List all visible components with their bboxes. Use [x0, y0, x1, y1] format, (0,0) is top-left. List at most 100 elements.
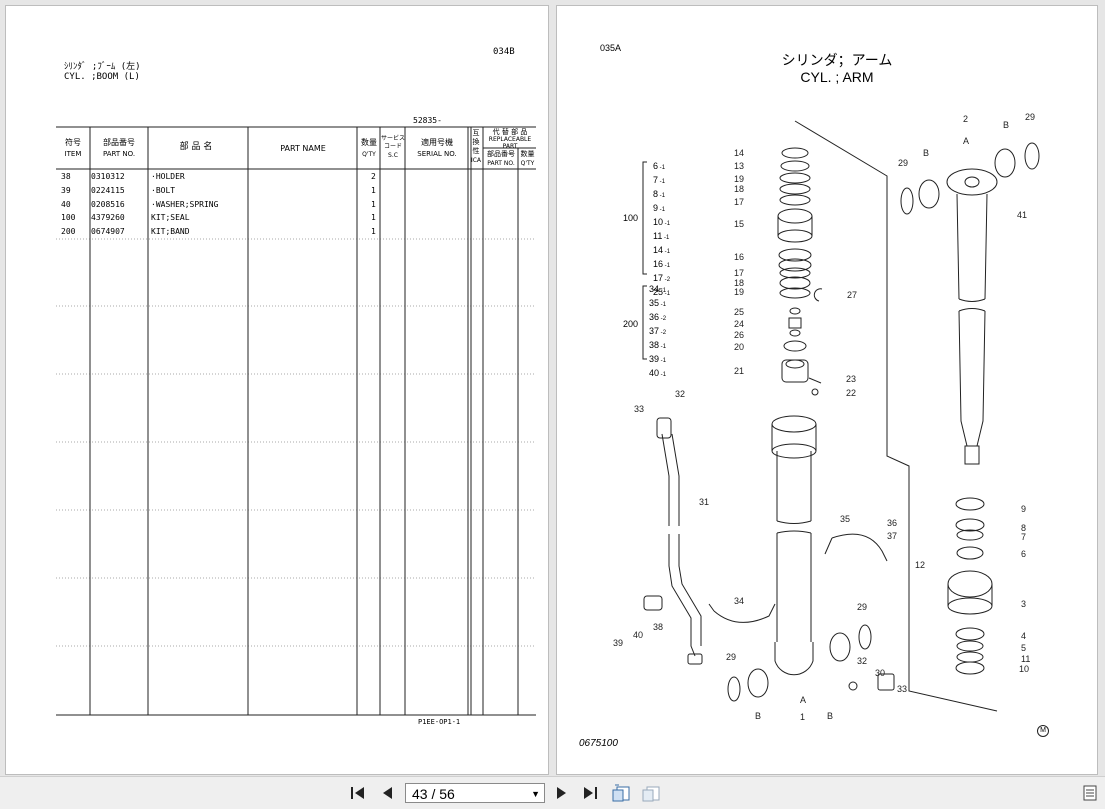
callout-b2: B [827, 711, 833, 721]
menu-icon[interactable] [1080, 783, 1100, 803]
row-item: 38 [61, 172, 71, 181]
callout-36: 36 [887, 518, 897, 528]
callout-25: 25 [734, 307, 744, 317]
callout-b4: B [1003, 120, 1009, 130]
header-ica-en: ICA [470, 157, 482, 164]
callout-17b: 17 [734, 268, 744, 278]
callout-29c: 29 [898, 158, 908, 168]
row-part-name: ·HOLDER [151, 172, 185, 181]
callout-a: A [800, 695, 806, 705]
row-part-no: 4379260 [91, 213, 125, 222]
title-en: CYL. ;BOOM (L) [64, 72, 140, 82]
kit-item: 35 -1 [649, 298, 667, 308]
callout-18: 18 [734, 184, 744, 194]
callout-37: 37 [887, 531, 897, 541]
title-jp: シリンダ；アーム [781, 52, 893, 68]
row-part-name: ·WASHER;SPRING [151, 200, 219, 209]
row-item: 200 [61, 227, 76, 236]
callout-33b: 33 [897, 684, 907, 694]
callout-41: 41 [1017, 210, 1027, 220]
header-qty-en: Q'TY [362, 151, 376, 158]
left-page: 034B ｼﾘﾝﾀﾞ ;ﾌﾞｰﾑ (左) CYL. ;BOOM (L) 5283… [5, 5, 549, 775]
callout-b3: B [923, 148, 929, 158]
serial-range: 52835- [413, 116, 442, 125]
page-value: 43 / 56 [412, 786, 455, 802]
kit-100-list: 6 -1 7 -1 8 -1 9 -1 10 -1 11 -1 14 -1 16… [653, 160, 670, 300]
header-sc-jp: サービスコード [381, 135, 406, 150]
callout-31: 31 [699, 497, 709, 507]
callout-27: 27 [847, 290, 857, 300]
kit-200-list: 34 -1 35 -1 36 -2 37 -2 38 -1 39 -1 40 -… [649, 283, 666, 381]
callout-a2: A [963, 136, 969, 146]
row-part-no: 0674907 [91, 227, 125, 236]
kit-item: 6 -1 [653, 161, 666, 171]
callout-15: 15 [734, 219, 744, 229]
callout-29a: 29 [857, 602, 867, 612]
thumbnail-icon[interactable] [610, 783, 632, 803]
header-partno-jp: 部品番号 [103, 138, 135, 147]
callout-24: 24 [734, 319, 744, 329]
callout-23: 23 [846, 374, 856, 384]
next-page-icon[interactable] [553, 783, 571, 803]
kit-item: 25 -1 [653, 287, 671, 297]
mark-symbol: M [1037, 725, 1049, 737]
row-item: 39 [61, 186, 71, 195]
right-page: 035A シリンダ；アーム CYL. ; ARM 100 6 -1 7 -1 8… [556, 5, 1098, 775]
callout-34: 34 [734, 596, 744, 606]
callout-20: 20 [734, 342, 744, 352]
row-qty: 1 [371, 186, 376, 195]
header-ica-jp: 互換性 [472, 129, 480, 155]
callout-26: 26 [734, 330, 744, 340]
kit-100-label: 100 [623, 213, 639, 223]
header-partno-en: PART NO. [102, 150, 136, 158]
header-replaceable-jp: 代 替 部 品 [492, 128, 528, 136]
row-item: 40 [61, 200, 71, 209]
callout-4: 4 [1021, 631, 1026, 641]
kit-item: 7 -1 [653, 175, 666, 185]
viewer-toolbar: 43 / 56 ▼ [0, 776, 1105, 809]
export-icon[interactable] [640, 783, 662, 803]
callout-b: B [755, 711, 761, 721]
header-partname-jp: 部 品 名 [179, 142, 213, 152]
callout-29b: 29 [726, 652, 736, 662]
callout-35: 35 [840, 514, 850, 524]
title-jp: ｼﾘﾝﾀﾞ ;ﾌﾞｰﾑ (左) [64, 62, 141, 72]
header-serial-jp: 適用号機 [421, 138, 453, 147]
prev-page-icon[interactable] [378, 783, 396, 803]
footer-code: P1EE-OP1-1 [418, 718, 461, 726]
callout-38: 38 [653, 622, 663, 632]
first-page-icon[interactable] [348, 783, 368, 803]
callout-32: 32 [675, 389, 685, 399]
callout-39: 39 [613, 638, 623, 648]
kit-item: 17 -2 [653, 273, 671, 283]
parts-table-grid [56, 126, 536, 716]
callout-14: 14 [734, 148, 744, 158]
drawing-number: 0675100 [579, 738, 618, 749]
row-item: 100 [61, 213, 76, 222]
callout-7: 7 [1021, 532, 1026, 542]
callout-30: 30 [875, 668, 885, 678]
page-selector[interactable]: 43 / 56 ▼ [405, 783, 545, 803]
kit-item: 36 -2 [649, 312, 667, 322]
header-serial-en: SERIAL NO. [417, 150, 457, 158]
callout-6: 6 [1021, 549, 1026, 559]
header-rep-partno-en: PART NO. [487, 160, 515, 167]
callout-22: 22 [846, 388, 856, 398]
kit-item: 40 -1 [649, 368, 667, 378]
row-part-no: 0208516 [91, 200, 125, 209]
row-part-no: 0310312 [91, 172, 125, 181]
header-rep-partno-jp: 部品番号 [487, 150, 515, 158]
callout-33: 33 [634, 404, 644, 414]
callout-11: 11 [1021, 654, 1030, 664]
callout-19: 19 [734, 174, 744, 184]
callout-2: 2 [963, 114, 968, 124]
callout-3: 3 [1021, 599, 1026, 609]
callout-10: 10 [1019, 664, 1029, 674]
last-page-icon[interactable] [580, 783, 600, 803]
kit-item: 34 -1 [649, 284, 667, 294]
row-qty: 1 [371, 227, 376, 236]
kit-item: 10 -1 [653, 217, 671, 227]
header-rep-qty-en: Q'TY [520, 160, 535, 167]
callout-40: 40 [633, 630, 643, 640]
header-item-en: ITEM [64, 150, 82, 158]
